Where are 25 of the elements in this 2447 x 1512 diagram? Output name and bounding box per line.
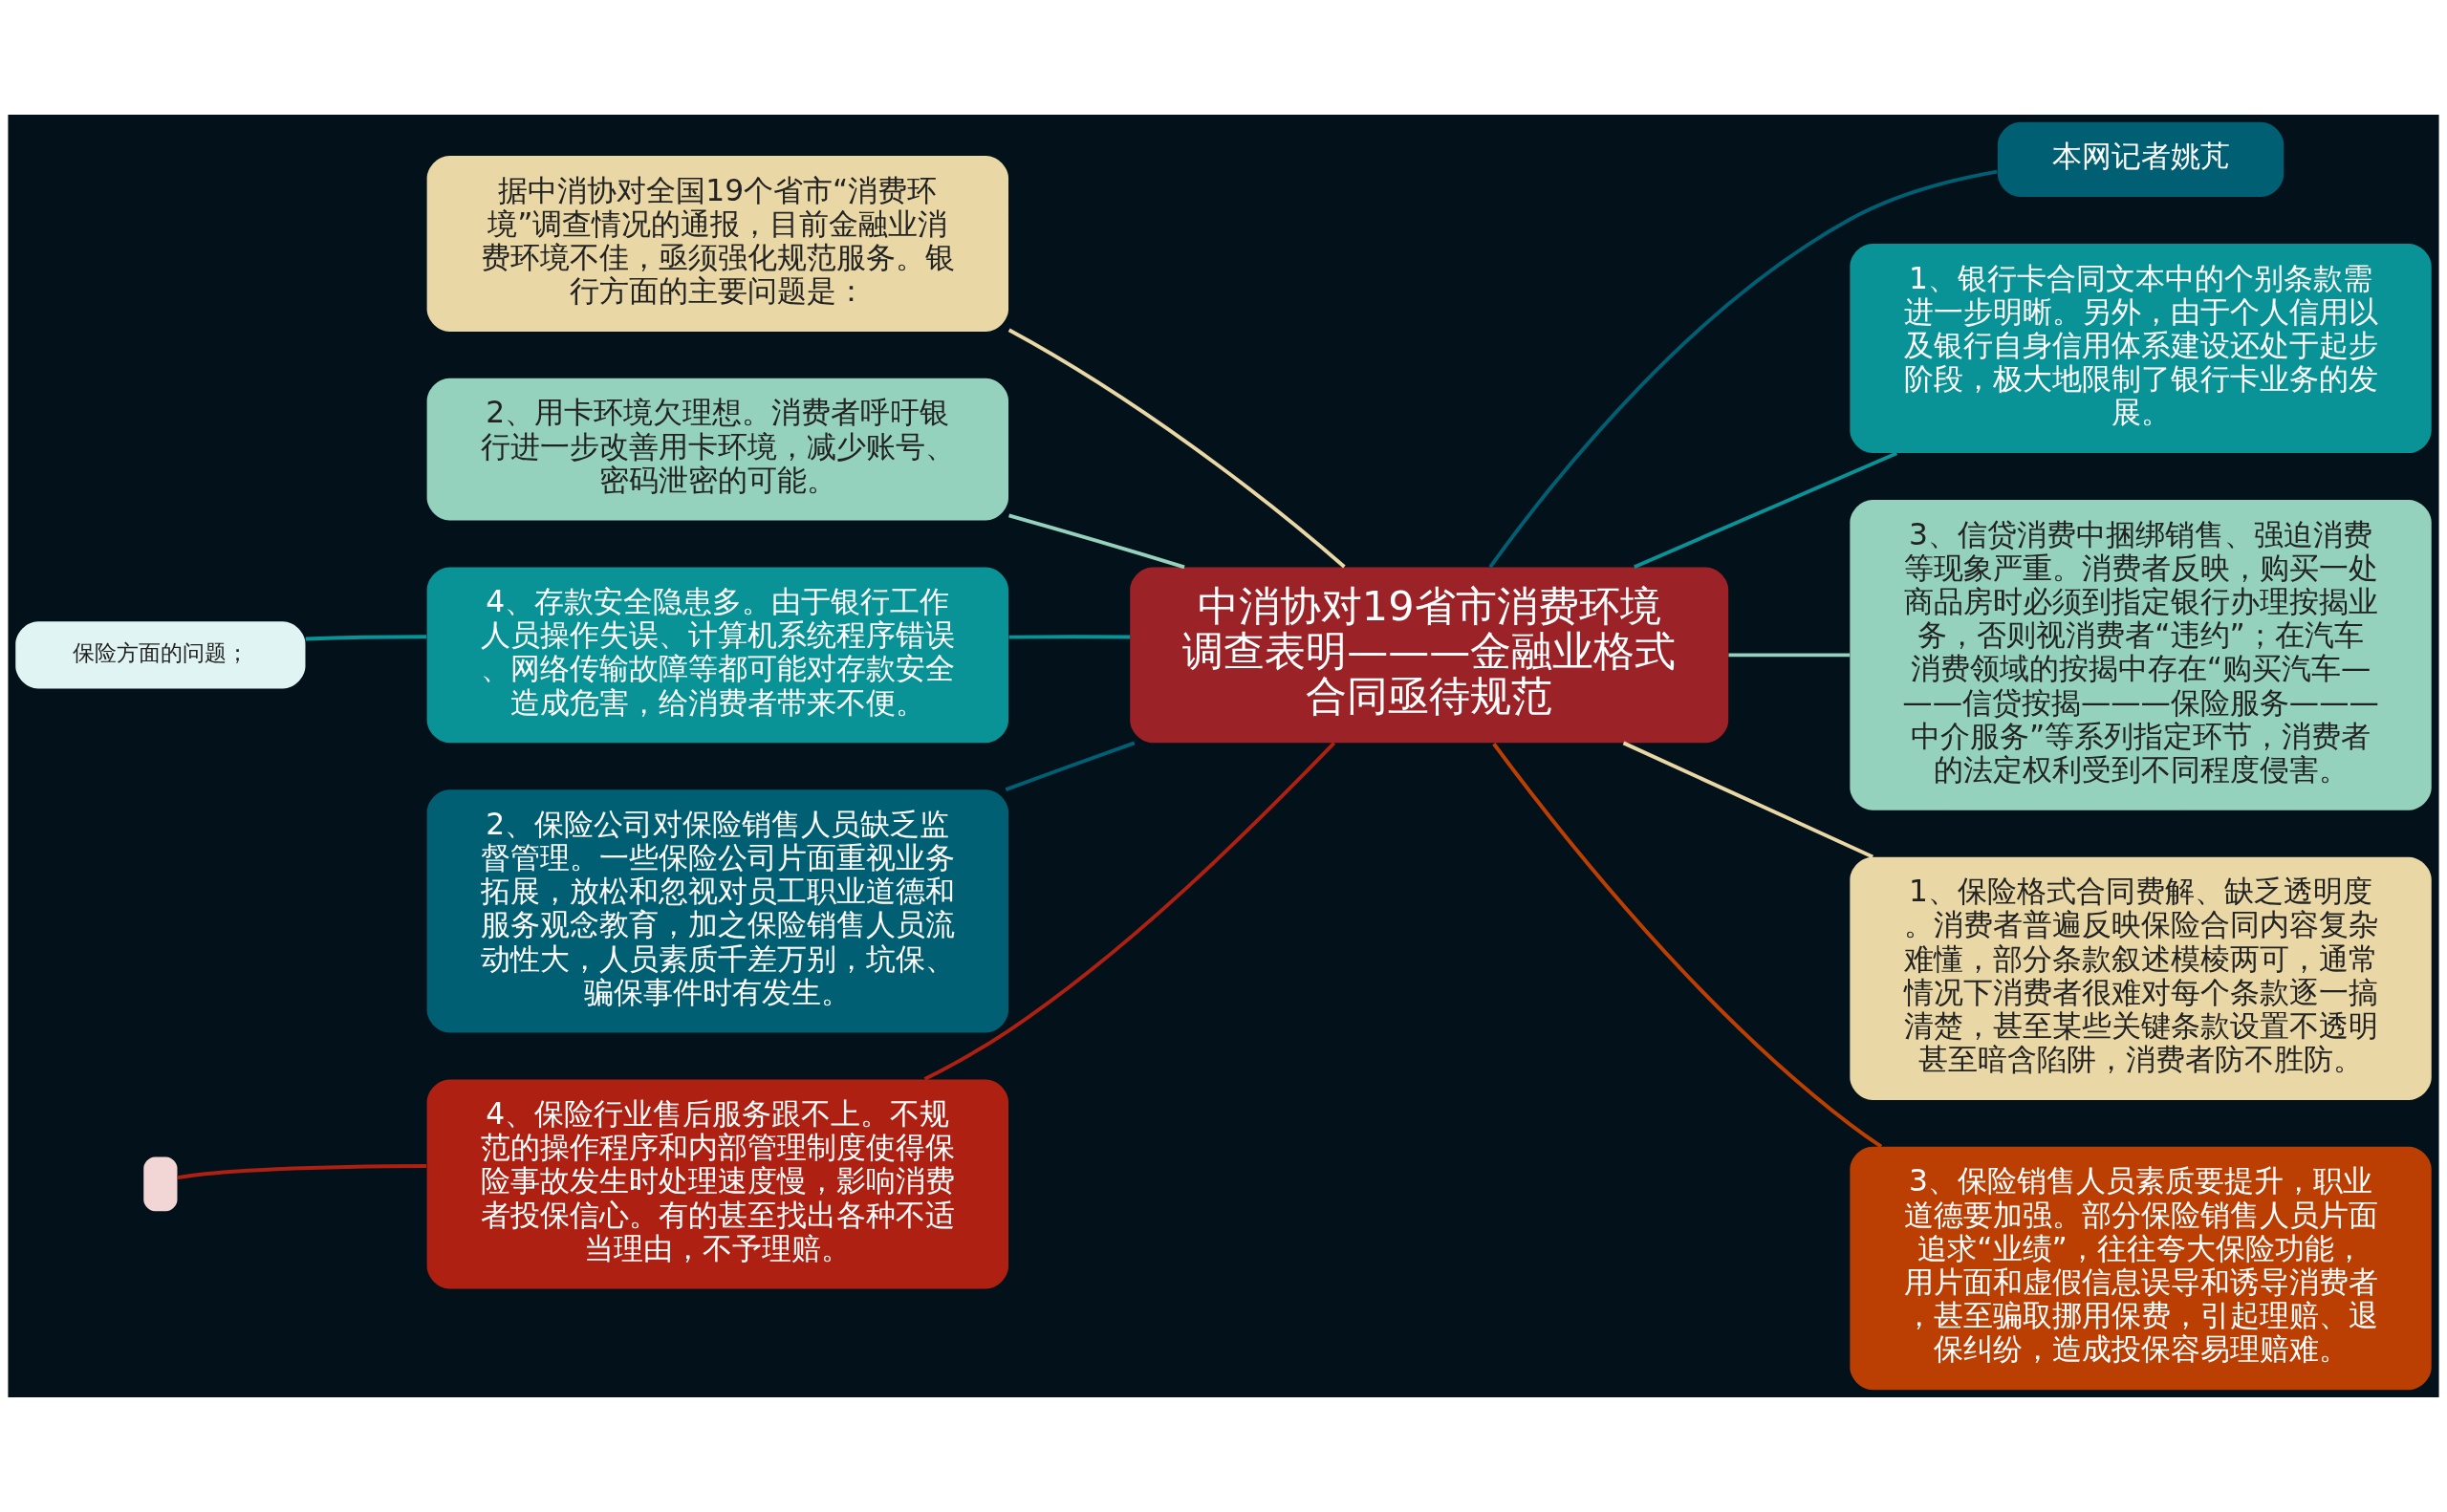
connector	[1634, 451, 1898, 569]
node-box: 3、信贷消费中捆绑销售、强迫消费等现象严重。消费者反映，购买一处商品房时必须到指定银行办理按揭业务，否则视消费者“违约”；在汽车消费领域的按揭中存在“购买汽车———信贷按揭———保险服务———中介服务”等系列指定环节，消费者的法定权利受到不同程度侵害。	[1850, 500, 2432, 810]
connector	[1488, 169, 1998, 569]
node-box: 2、用卡环境欠理想。消费者呼吁银行进一步改善用卡环境，减少账号、密码泄密的可能。	[426, 378, 1009, 521]
connector	[1728, 653, 1851, 658]
connector	[1008, 513, 1185, 570]
node-box: 4、保险行业售后服务跟不上。不规范的操作程序和内部管理制度使得保险事故发生时处理速度慢，影响消费者投保信心。有的甚至找出各种不适当理由，不予理赔。	[426, 1079, 1009, 1289]
connector	[923, 742, 1336, 1081]
connector	[1007, 328, 1346, 569]
connector	[1622, 741, 1873, 859]
node-box	[143, 1156, 178, 1212]
node-box: 保险方面的问题；	[15, 621, 306, 689]
node-box: 1、保险格式合同费解、缺乏透明度。消费者普遍反映保险合同内容复杂难懂，部分条款叙述模棱两可，通常情况下消费者很难对每个条款逐一搞清楚，甚至某些关键条款设置不透明甚至暗含陷阱，消费者防不胜防。	[1850, 856, 2432, 1100]
connector	[177, 1163, 427, 1180]
node-box: 2、保险公司对保险销售人员缺乏监督管理。一些保险公司片面重视业务拓展，放松和忽视对员工职业道德和服务观念教育，加之保险销售人员流动性大，人员素质千差万别，坑保、骗保事件时有发生。	[426, 789, 1009, 1033]
node-box: 3、保险销售人员素质要提升，职业道德要加强。部分保险销售人员片面追求“业绩”，往往夸大保险功能，用片面和虚假信息误导和诱导消费者，甚至骗取挪用保费，引起理赔、退保纠纷，造成投保容易理赔难。	[1850, 1146, 2432, 1391]
node-box: 1、银行卡合同文本中的个别条款需进一步明晰。另外，由于个人信用以及银行自身信用体系建设还处于起步阶段，极大地限制了银行卡业务的发展。	[1850, 244, 2432, 454]
connector	[1492, 743, 1883, 1149]
connector	[305, 635, 427, 641]
node-box: 4、存款安全隐患多。由于银行工作人员操作失误、计算机系统程序错误、网络传输故障等都可能对存款安全造成危害，给消费者带来不便。	[426, 567, 1009, 744]
node-box: 据中消协对全国19个省市“消费环境”调查情况的通报，目前金融业消费环境不佳，亟须强化规范服务。银行方面的主要问题是：	[426, 156, 1009, 332]
connector	[1005, 741, 1136, 791]
node-box: 本网记者姚芃	[1997, 121, 2285, 198]
node-box: 中消协对19省市消费环境调查表明———金融业格式合同亟待规范	[1130, 567, 1729, 744]
connector	[1008, 635, 1131, 639]
